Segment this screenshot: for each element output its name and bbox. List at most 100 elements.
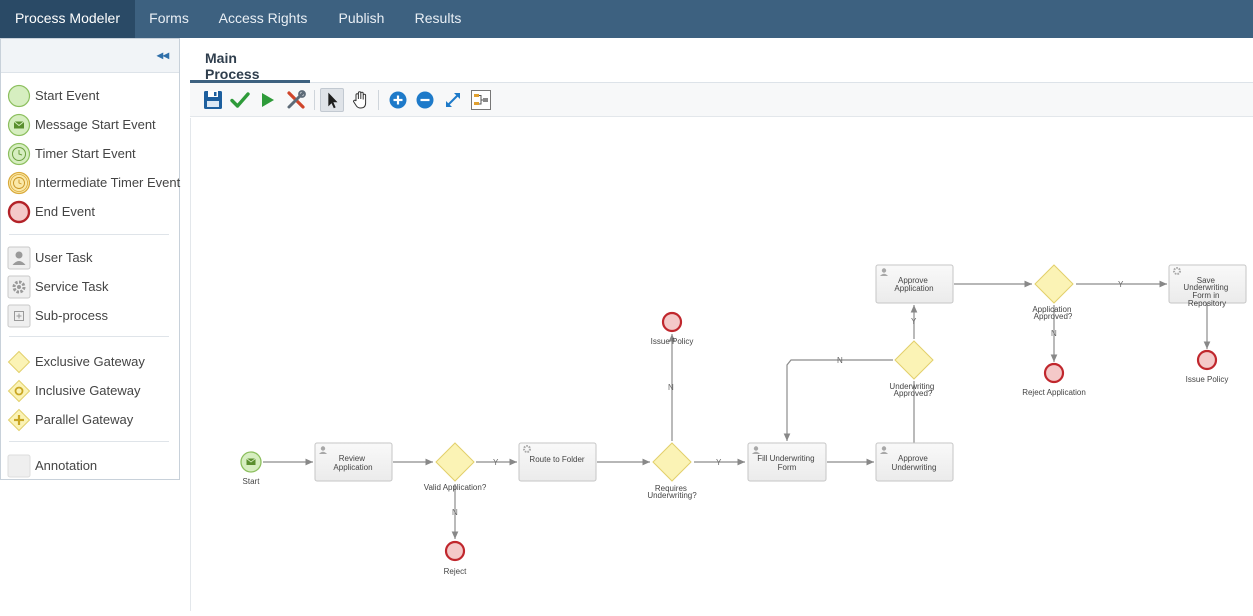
task-label: Underwriting [892, 463, 937, 472]
palette-divider [9, 441, 169, 442]
palette-annotation[interactable]: Annotation [7, 454, 177, 480]
inclusive-gateway-icon [7, 379, 31, 403]
hand-pan-icon[interactable] [349, 88, 373, 112]
service-task-icon [1173, 267, 1181, 275]
svg-text:Review Application: Review Application [333, 454, 372, 472]
layout-icon[interactable] [469, 88, 493, 112]
nav-access-rights[interactable]: Access Rights [218, 10, 308, 26]
palette-divider [9, 234, 169, 235]
task-approve-underwriting[interactable]: Approve Underwriting [875, 442, 954, 482]
palette-label: End Event [35, 204, 95, 219]
run-play-icon[interactable] [255, 88, 279, 112]
task-label: Approve [898, 454, 928, 463]
bpmn-diagram[interactable]: Y N N Y N Y N Y Start Review Application [191, 118, 1253, 611]
nav-publish[interactable]: Publish [338, 10, 385, 26]
flow-label-y: Y [911, 317, 917, 326]
gateway-label: Valid Application? [424, 483, 487, 492]
gateway-requires-underwriting[interactable]: Requires Underwriting? [647, 442, 697, 500]
double-chevron-left-icon[interactable]: ◂◂ [156, 48, 169, 62]
service-task-icon [523, 445, 531, 453]
palette-end-event[interactable]: End Event [7, 200, 177, 226]
task-route-to-folder[interactable]: Route to Folder [518, 442, 597, 482]
palette-start-event[interactable]: Start Event [7, 84, 177, 110]
svg-text:Requires Underwriting?: Requires Underwriting? [647, 484, 697, 500]
flow-label-n: N [668, 383, 674, 392]
start-message-event[interactable]: Start [240, 451, 262, 486]
end-event-reject-application[interactable]: Reject Application [1022, 362, 1086, 397]
top-navigation: Process Modeler Forms Access Rights Publ… [0, 0, 1253, 38]
flow-uw-approved-no [783, 359, 893, 441]
sub-process-icon [7, 304, 31, 328]
task-label: Underwriting [1183, 283, 1228, 292]
flow-label-y: Y [493, 458, 499, 467]
palette-label: Parallel Gateway [35, 412, 134, 427]
palette-intermediate-timer-event[interactable]: Intermediate Timer Event [7, 171, 180, 197]
user-task-icon [319, 446, 327, 454]
validate-check-icon[interactable] [228, 88, 252, 112]
task-approve-application[interactable]: Approve Application [875, 264, 954, 304]
palette-sub-process[interactable]: Sub-process [7, 304, 177, 330]
zoom-in-icon[interactable] [386, 88, 410, 112]
svg-text:Application Approved?: Application Approved? [1032, 305, 1073, 321]
gateway-underwriting-approved[interactable]: Underwriting Approved? [889, 340, 936, 398]
tab-main-process[interactable]: Main Process [190, 38, 310, 83]
nav-results[interactable]: Results [414, 10, 462, 26]
palette-user-task[interactable]: User Task [7, 246, 177, 272]
end-label: Issue Policy [651, 337, 694, 346]
user-task-icon [880, 446, 888, 454]
diagram-canvas[interactable]: Y N N Y N Y N Y Start Review Application [190, 118, 1253, 611]
task-label: Fill Underwriting [757, 454, 814, 463]
svg-text:Underwriting Approved?: Underwriting Approved? [889, 382, 936, 398]
task-label: Repository [1188, 299, 1226, 308]
intermediate-timer-event-icon [7, 171, 31, 195]
end-event-issue-policy[interactable]: Issue Policy [651, 311, 694, 346]
pointer-icon[interactable] [320, 88, 344, 112]
palette-label: Service Task [35, 279, 109, 294]
exclusive-gateway-icon [7, 350, 31, 374]
task-fill-underwriting-form[interactable]: Fill Underwriting Form [747, 442, 827, 482]
palette-label: Start Event [35, 88, 100, 103]
zoom-out-icon[interactable] [413, 88, 437, 112]
task-save-underwriting-form[interactable]: Save Underwriting Form in Repository [1168, 264, 1247, 308]
palette-timer-start-event[interactable]: Timer Start Event [7, 142, 177, 168]
gateway-label: Requires [655, 484, 687, 493]
svg-text:Fill Underwriting Form: Fill Underwriting Form [757, 454, 817, 472]
end-event-reject[interactable]: Reject [444, 540, 467, 576]
gateway-label: Application [1032, 305, 1071, 314]
gateway-application-approved[interactable]: Application Approved? [1032, 264, 1074, 321]
palette-service-task[interactable]: Service Task [7, 275, 177, 301]
toolbar-divider [314, 90, 315, 110]
gateway-label: Underwriting? [647, 491, 697, 500]
task-label: Form in [1192, 291, 1219, 300]
user-task-icon [880, 268, 888, 276]
annotation-icon [7, 454, 31, 478]
task-label: Application [894, 284, 933, 293]
task-label: Review [339, 454, 365, 463]
palette-parallel-gateway[interactable]: Parallel Gateway [7, 408, 177, 434]
end-event-issue-policy[interactable]: Issue Policy [1186, 349, 1229, 384]
palette-label: Exclusive Gateway [35, 354, 145, 369]
palette-exclusive-gateway[interactable]: Exclusive Gateway [7, 350, 177, 376]
palette-label: Message Start Event [35, 117, 156, 132]
nav-process-modeler[interactable]: Process Modeler [0, 0, 135, 38]
palette-message-start-event[interactable]: Message Start Event [7, 113, 177, 139]
timer-start-event-icon [7, 142, 31, 166]
gateway-valid-application[interactable]: Valid Application? [424, 442, 487, 492]
task-label: Application [333, 463, 372, 472]
task-label: Approve [898, 276, 928, 285]
palette-label: Inclusive Gateway [35, 383, 141, 398]
svg-text:Approve Application: Approve Application [894, 276, 933, 293]
task-review-application[interactable]: Review Application [314, 442, 393, 482]
toolbar-divider [378, 90, 379, 110]
palette-label: Sub-process [35, 308, 108, 323]
fit-expand-icon[interactable] [441, 88, 465, 112]
flow-label-y: Y [1118, 280, 1124, 289]
save-icon[interactable] [201, 88, 225, 112]
element-palette: ◂◂ Start Event Message Start Event Timer… [0, 38, 180, 480]
user-task-icon [752, 446, 760, 454]
palette-inclusive-gateway[interactable]: Inclusive Gateway [7, 379, 177, 405]
palette-label: Timer Start Event [35, 146, 136, 161]
start-label: Start [243, 477, 261, 486]
nav-forms[interactable]: Forms [149, 10, 189, 26]
tools-icon[interactable] [284, 88, 308, 112]
